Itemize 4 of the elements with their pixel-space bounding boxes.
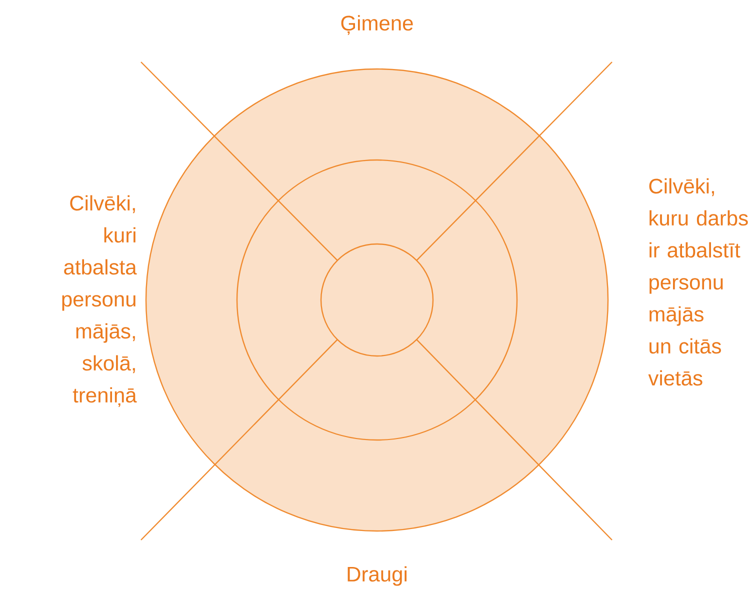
- sector-label: Draugi: [348, 566, 406, 586]
- sector-label: Cilvēki, kuri atbalsta personu mājās, skolā, treniņā: [62, 195, 137, 407]
- sector-label: Cilvēki, kuru darbs ir atbalstīt personu mājās un citās vietās: [648, 178, 748, 386]
- sector-label: Ģimene: [341, 15, 413, 35]
